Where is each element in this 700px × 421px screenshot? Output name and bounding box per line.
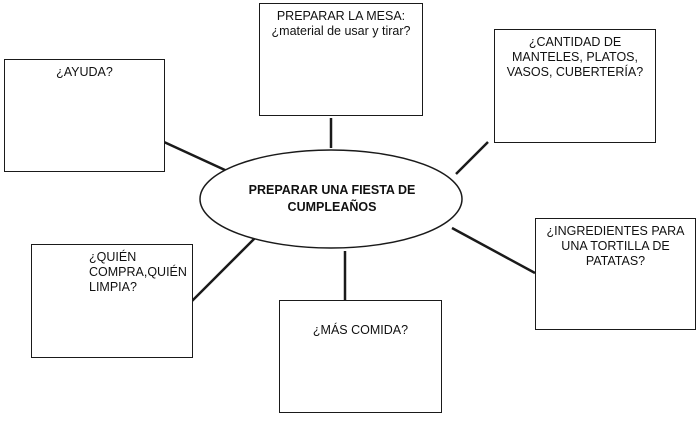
node-label: ¿QUIÉN COMPRA,QUIÉN LIMPIA? xyxy=(89,250,187,294)
node-label: ¿CANTIDAD DE MANTELES, PLATOS, VASOS, CU… xyxy=(506,35,644,79)
node-mas-comida: ¿MÁS COMIDA? xyxy=(279,300,442,413)
node-label: ¿MÁS COMIDA? xyxy=(312,323,409,337)
node-ingredientes: ¿INGREDIENTES PARA UNA TORTILLA DE PATAT… xyxy=(535,218,696,330)
node-preparar-mesa: PREPARAR LA MESA: ¿material de usar y ti… xyxy=(259,3,423,116)
node-cantidad: ¿CANTIDAD DE MANTELES, PLATOS, VASOS, CU… xyxy=(494,29,656,143)
node-quien: ¿QUIÉN COMPRA,QUIÉN LIMPIA? xyxy=(31,244,193,358)
connector-cantidad xyxy=(455,141,489,175)
center-ellipse xyxy=(199,149,463,249)
node-label: ¿AYUDA? xyxy=(56,65,113,79)
node-label: ¿INGREDIENTES PARA UNA TORTILLA DE PATAT… xyxy=(546,224,685,268)
node-label: PREPARAR LA MESA: ¿material de usar y ti… xyxy=(271,9,411,38)
node-ayuda: ¿AYUDA? xyxy=(4,59,165,172)
connector-ingredientes xyxy=(451,226,536,275)
connector-quien xyxy=(191,236,257,302)
center-title: PREPARAR UNA FIESTA DE CUMPLEAÑOS xyxy=(248,183,416,214)
